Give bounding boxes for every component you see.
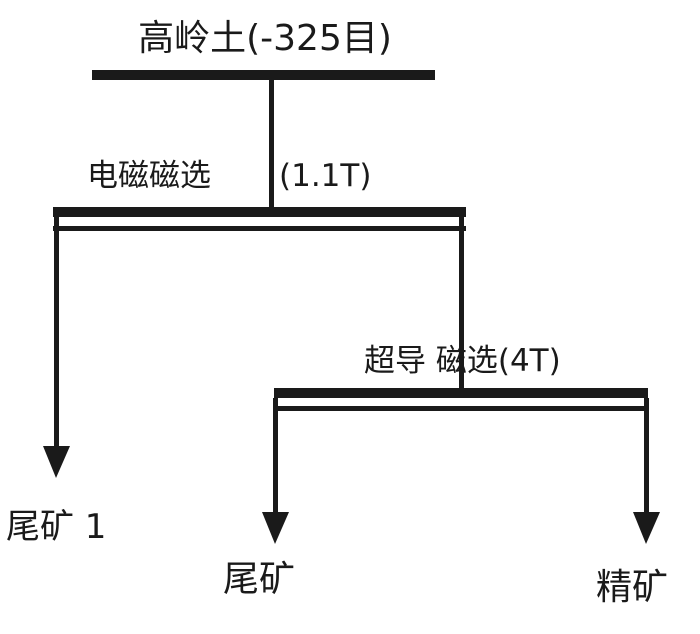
stage2-separator-bar [274,388,648,398]
tailings2-arrowhead [262,512,289,544]
tailings1-arrowhead [43,446,70,478]
stage1-label: 电磁磁选 [87,158,211,194]
stage2-separator-line [274,406,648,411]
stage1-to-stage2-line [459,217,464,390]
tailings1-label: 尾矿 1 [6,507,106,547]
feed-bar [92,70,435,80]
stage2-label: 超导 磁选(4T) [364,343,561,379]
stage1-field-label: (1.1T) [279,158,371,194]
feed-connector [269,80,274,208]
stage1-separator-bar [53,207,466,217]
tailings2-label: 尾矿 [223,559,295,600]
concentrate-label: 精矿 [596,567,668,608]
stage1-separator-line [53,226,466,231]
tailings2-line [273,398,278,518]
concentrate-arrowhead [633,512,660,544]
concentrate-line [644,398,649,518]
tailings1-line [54,217,59,452]
feed-label: 高岭土(-325目) [138,18,392,59]
